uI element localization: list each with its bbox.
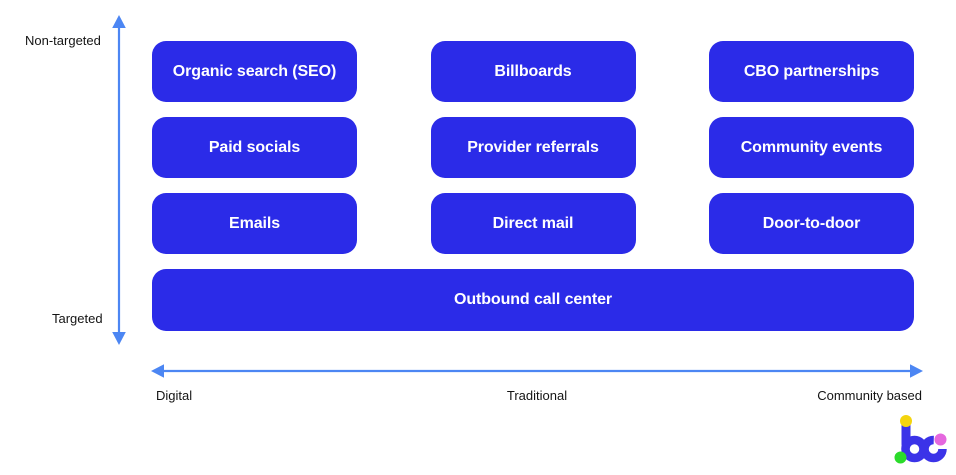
y-axis-arrow-icon — [112, 15, 126, 345]
x-axis-labels: Digital Traditional Community based — [152, 388, 922, 404]
matrix-cell-emails: Emails — [152, 193, 357, 254]
matrix-cell-community-events: Community events — [709, 117, 914, 178]
x-axis-label-community-based: Community based — [817, 388, 922, 403]
matrix-cell-cbo-partnerships: CBO partnerships — [709, 41, 914, 102]
matrix-cell-door-to-door: Door-to-door — [709, 193, 914, 254]
x-axis-arrow-icon — [151, 364, 923, 378]
channel-matrix: Organic search (SEO) Billboards CBO part… — [152, 41, 914, 331]
matrix-cell-provider-referrals: Provider referrals — [430, 117, 636, 178]
matrix-cell-direct-mail: Direct mail — [430, 193, 636, 254]
matrix-cell-outbound-call-center: Outbound call center — [152, 269, 914, 331]
matrix-cell-paid-socials: Paid socials — [152, 117, 357, 178]
bc-logo-icon — [894, 415, 947, 464]
y-axis-top-label: Non-targeted — [25, 33, 101, 48]
x-axis-label-digital: Digital — [156, 388, 193, 403]
matrix-cell-organic-search: Organic search (SEO) — [152, 41, 357, 102]
y-axis-bottom-label: Targeted — [52, 311, 103, 326]
x-axis-label-traditional: Traditional — [506, 388, 568, 403]
matrix-cell-billboards: Billboards — [430, 41, 636, 102]
